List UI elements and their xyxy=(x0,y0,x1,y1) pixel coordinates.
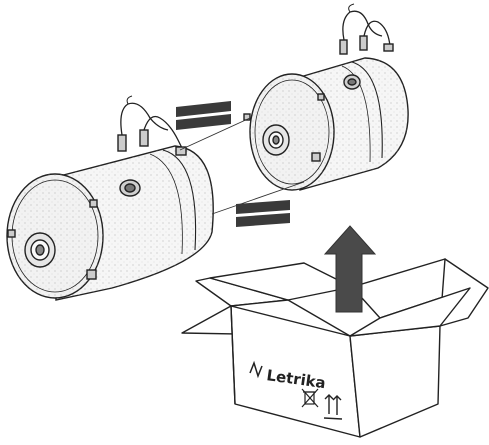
recycle-bin-icon xyxy=(301,388,319,408)
small-motor xyxy=(243,3,409,191)
equals-icon xyxy=(176,101,231,130)
equals-icon xyxy=(236,200,290,227)
arrow-up-icon xyxy=(323,225,377,313)
shipping-box xyxy=(181,258,489,438)
connector-lines xyxy=(179,117,305,215)
this-side-up-icon xyxy=(323,394,343,420)
large-motor xyxy=(6,95,214,301)
brand-mark-icon xyxy=(249,360,263,379)
